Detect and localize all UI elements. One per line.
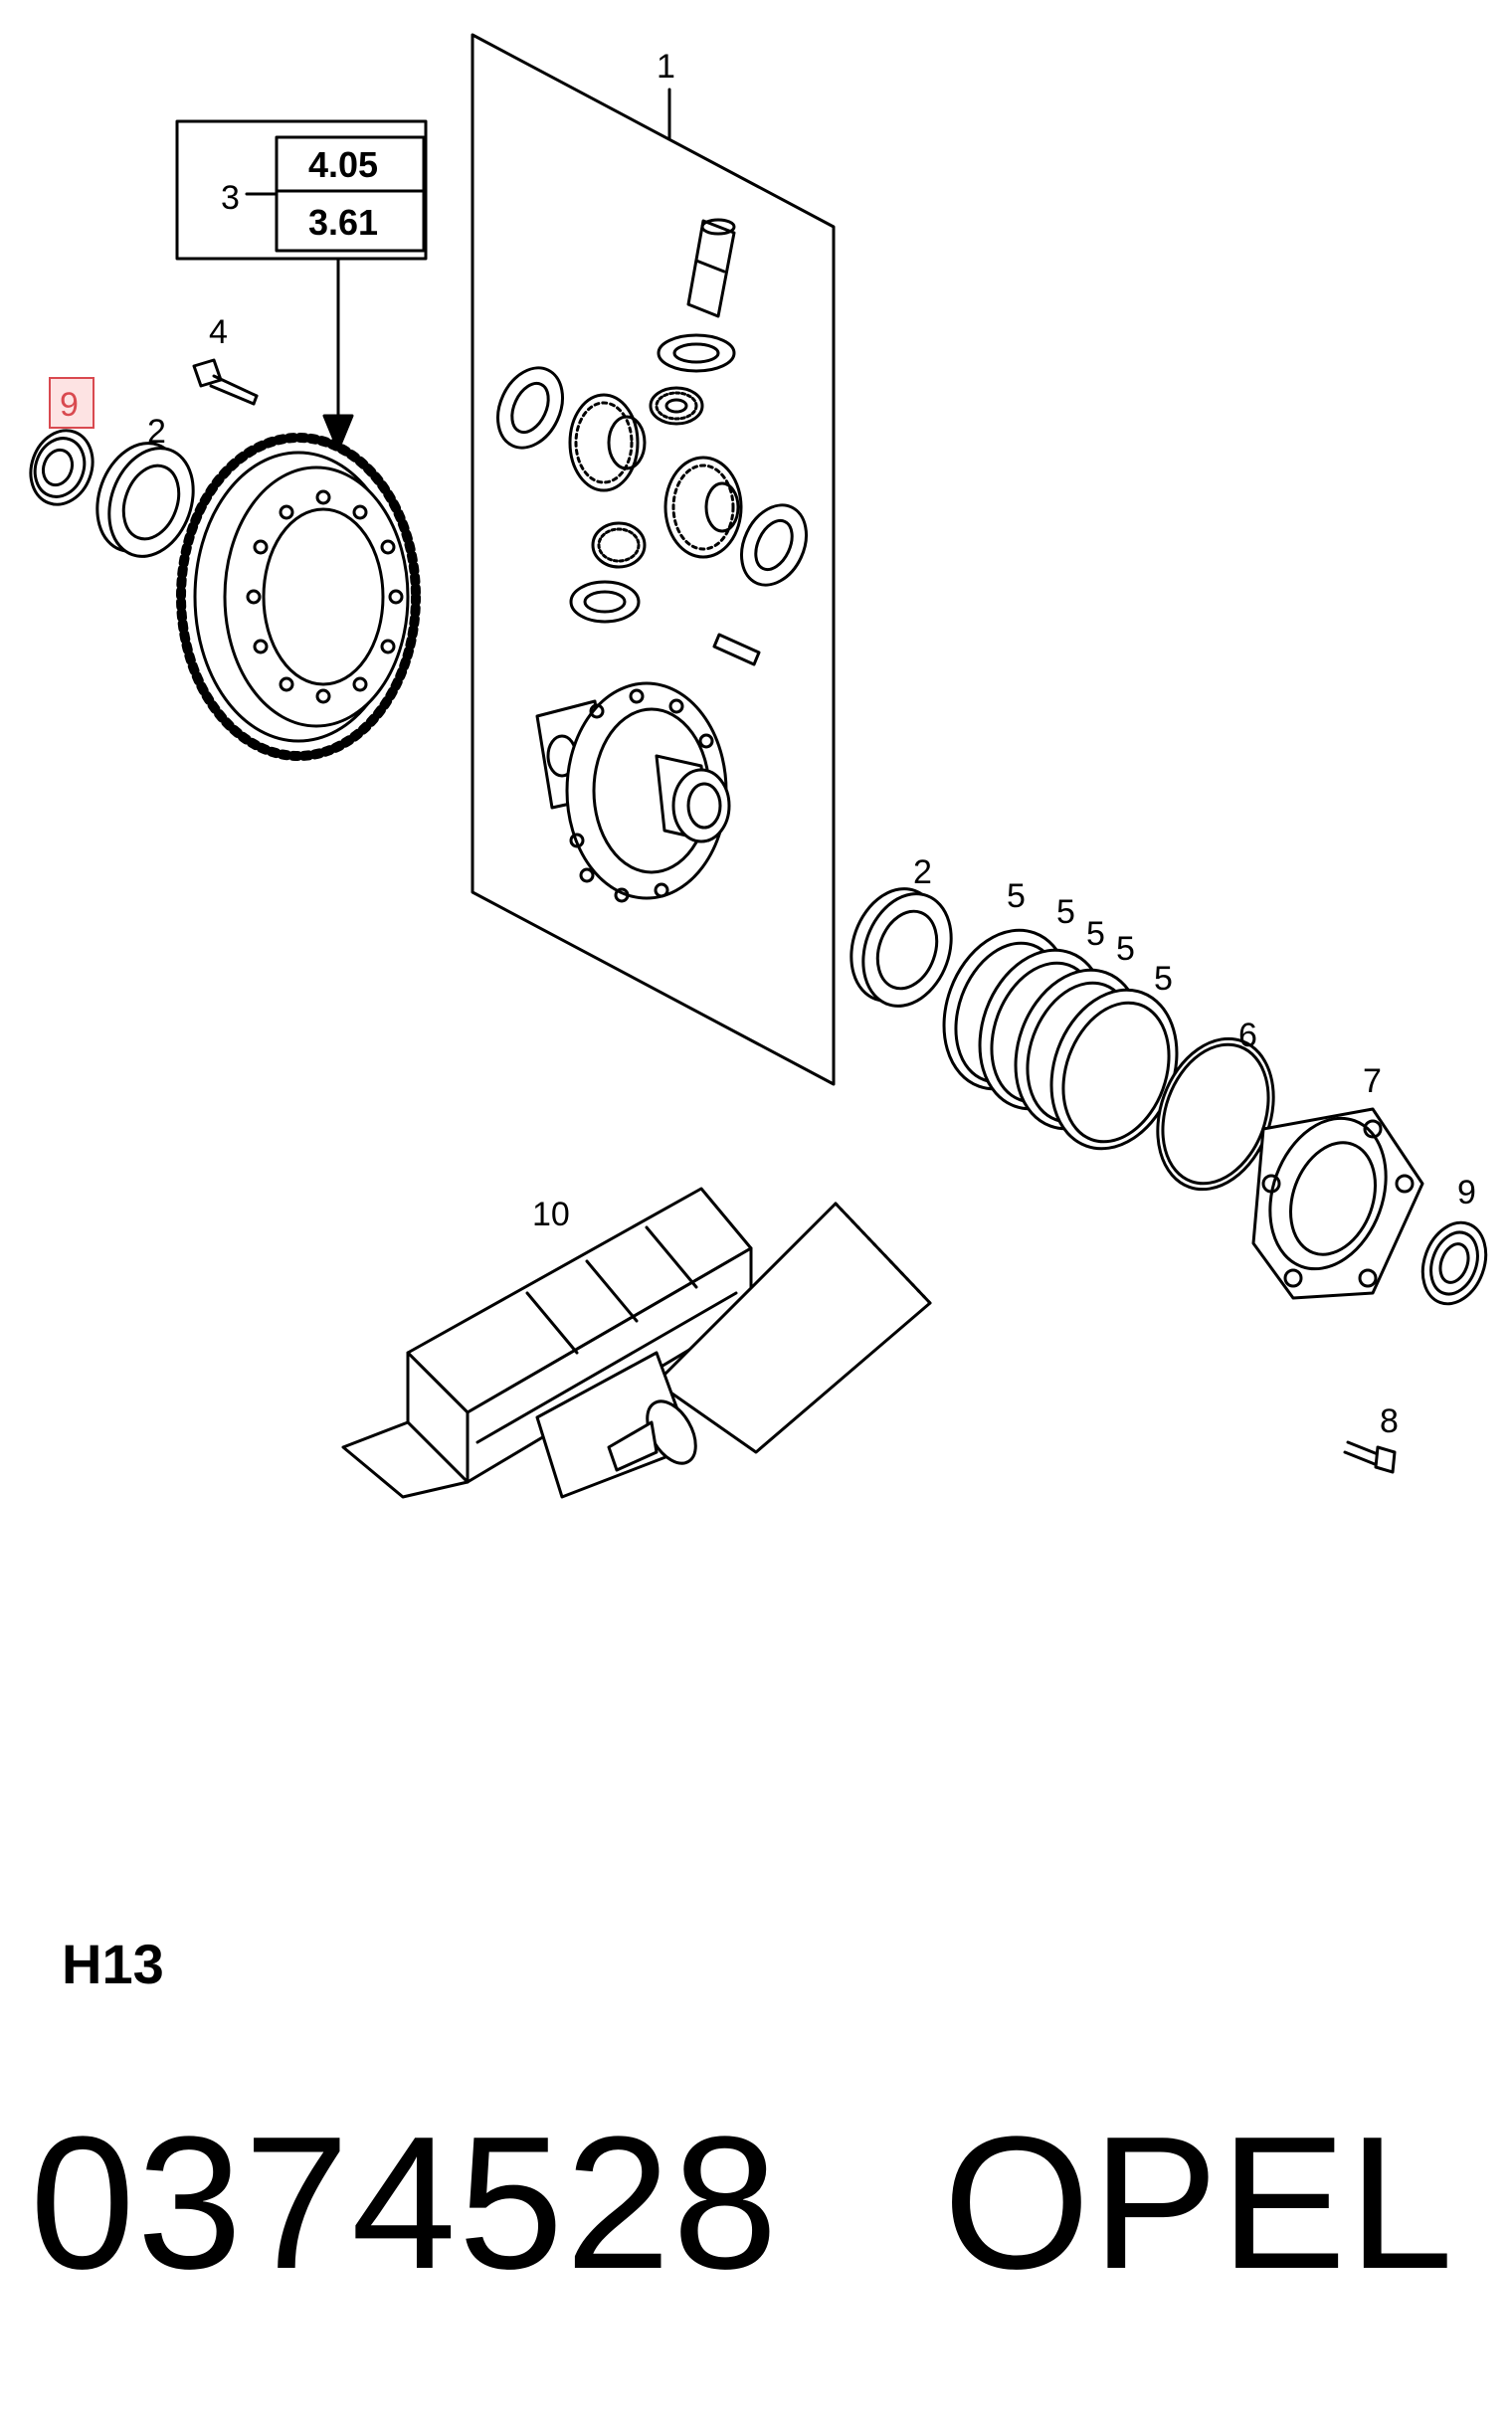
callout-3: 3 [221,179,240,217]
callout-10: 10 [532,1196,570,1233]
oil-seal-left [29,429,94,506]
callout-5: 5 [1007,877,1026,915]
flange-bolt [1343,1440,1397,1474]
ring-gear [176,433,421,761]
callout-labels: 1 3 4 9 2 2 5 5 5 5 5 6 7 9 8 10 4.05 3.… [49,48,1476,1440]
bearing-left [95,442,195,558]
callout-9-right: 9 [1457,1174,1476,1211]
callout-4: 4 [209,313,228,351]
pinion-pin [686,218,736,318]
callout-5: 5 [1086,915,1105,953]
callout-1: 1 [657,48,675,86]
thrust-washer [657,333,736,373]
part-number-footer: 0374528 OPEL [30,2098,1455,2309]
side-gear [663,456,743,559]
exploded-parts-diagram: 1 3 4 9 2 2 5 5 5 5 5 6 7 9 8 10 4.05 3.… [29,33,1488,1499]
ratio-box [175,119,428,452]
thrust-washer [496,366,564,450]
callout-8: 8 [1380,1402,1399,1440]
ratio-top: 4.05 [308,144,378,185]
bearing-flange [1251,1107,1424,1300]
side-gear [568,393,647,492]
callout-5: 5 [1154,960,1173,998]
callout-5: 5 [1056,893,1075,931]
callout-9-highlight [49,377,94,429]
planet-gear [649,386,704,426]
callout-5: 5 [1116,930,1135,968]
sheet-code: H13 [62,1933,164,1995]
ring-gear-bolt [192,358,259,406]
oil-seal-right [1420,1220,1488,1306]
differential-kit-panel [471,33,836,1086]
sealant-tube [535,1202,932,1499]
callout-2-right: 2 [913,853,932,891]
callout-7: 7 [1363,1062,1382,1100]
thrust-washer [740,503,808,587]
planet-gear [591,521,647,569]
differential-housing [535,681,731,903]
callout-9-left: 9 [60,386,79,424]
lock-pin [712,633,761,666]
callout-6: 6 [1238,1017,1257,1054]
thrust-washer [569,580,641,624]
bearing-right [850,887,953,1008]
callout-2-left: 2 [147,413,166,451]
ratio-bottom: 3.61 [308,202,378,243]
